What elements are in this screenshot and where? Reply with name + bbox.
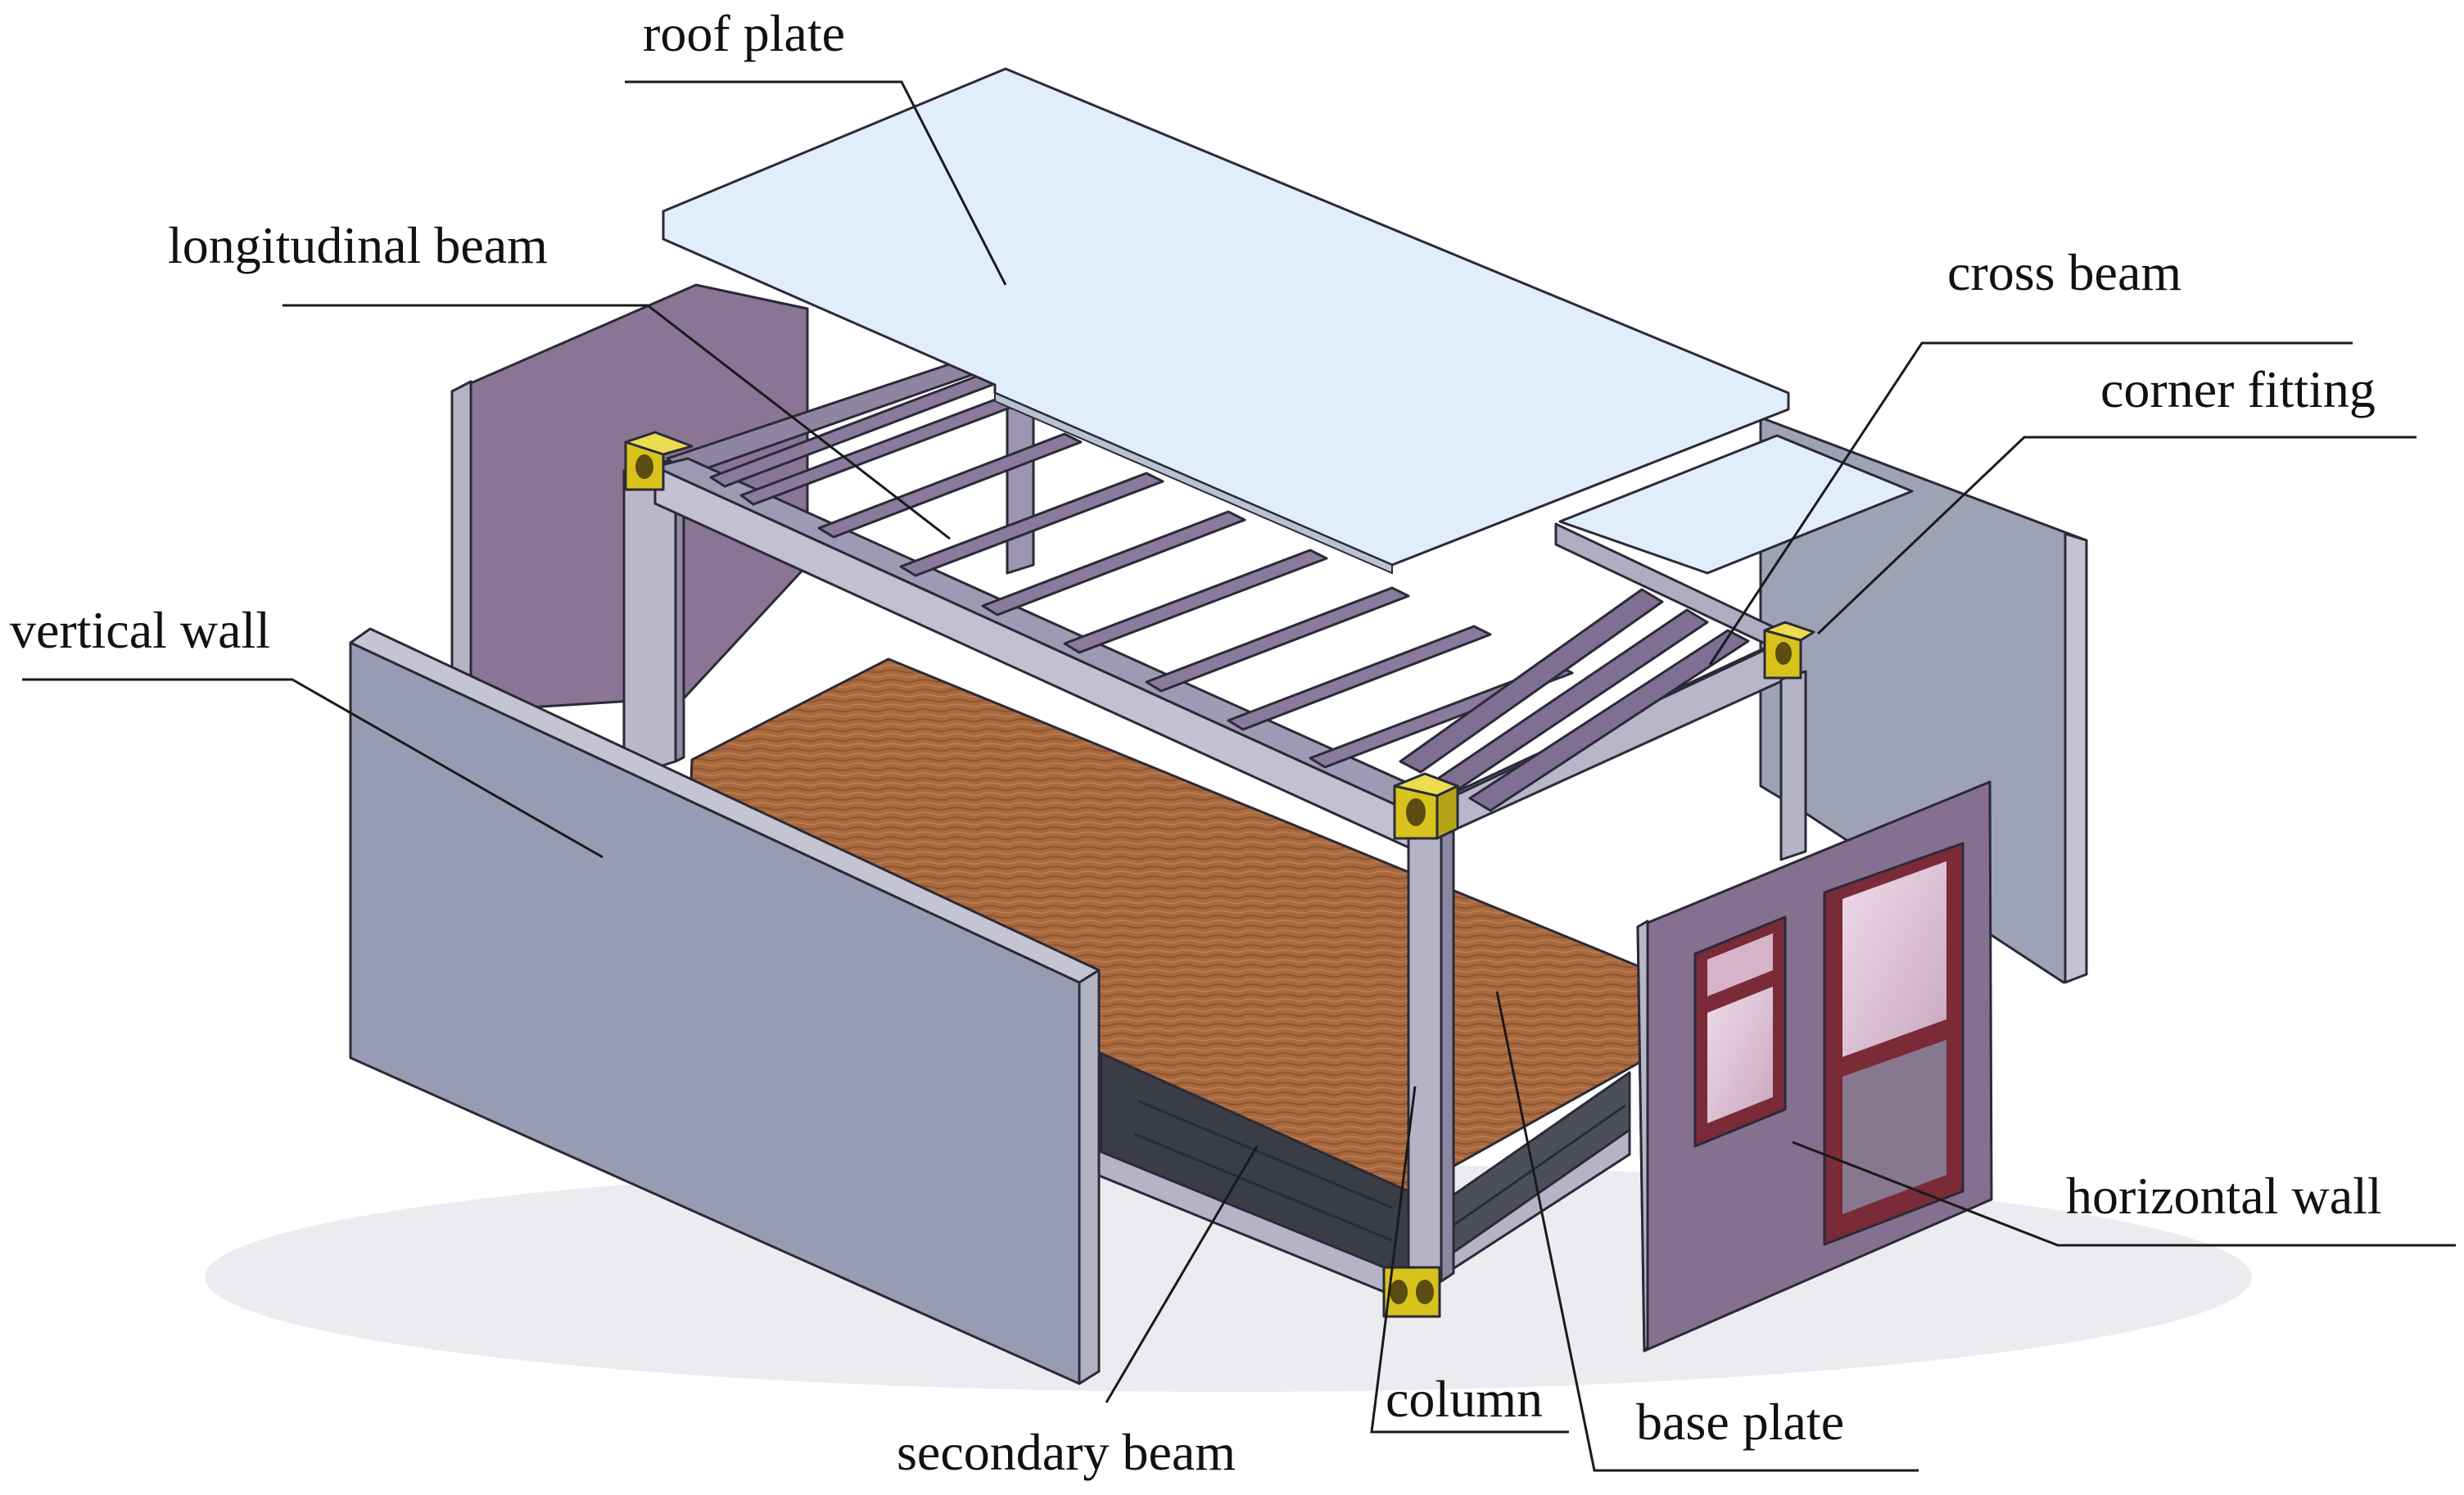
label-horizontal-wall: horizontal wall <box>2066 1167 2382 1225</box>
corner-fitting-front-top <box>1393 772 1459 840</box>
leader-longitudinal-beam <box>283 304 951 540</box>
label-column: column <box>1386 1370 1543 1428</box>
roof-plate-right-segment <box>1558 434 1914 575</box>
leader-column <box>1370 1086 1569 1434</box>
label-base-plate: base plate <box>1636 1393 1844 1451</box>
label-roof-plate: roof plate <box>643 4 845 62</box>
small-window <box>1693 915 1787 1148</box>
label-vertical-wall: vertical wall <box>10 601 270 659</box>
right-vertical-wall <box>1759 416 2088 984</box>
front-column <box>1407 814 1455 1295</box>
corner-fitting-front-bottom <box>1382 1266 1441 1318</box>
corner-fitting-rear-left <box>624 431 694 491</box>
label-secondary-beam: secondary beam <box>897 1423 1236 1481</box>
leader-horizontal-wall <box>1792 1140 2456 1247</box>
door <box>1823 842 1964 1246</box>
front-vertical-wall <box>349 627 1101 1385</box>
right-column <box>1779 670 1807 861</box>
label-longitudinal-beam: longitudinal beam <box>168 216 548 274</box>
leader-vertical-wall <box>22 678 604 859</box>
horizontal-wall <box>1636 780 1993 1353</box>
roof-plate <box>662 67 1790 575</box>
leader-roof-plate <box>625 80 1007 286</box>
roof-frame <box>653 341 1799 849</box>
leader-lines <box>22 80 2456 1472</box>
leader-cross-beam <box>1708 341 2353 666</box>
corner-fitting-right-top <box>1763 621 1815 680</box>
leader-secondary-beam <box>1105 1145 1259 1403</box>
leader-corner-fitting <box>1816 436 2417 635</box>
leader-base-plate <box>1495 991 1919 1472</box>
label-cross-beam: cross beam <box>1947 243 2181 301</box>
label-corner-fitting: corner fitting <box>2100 360 2376 418</box>
